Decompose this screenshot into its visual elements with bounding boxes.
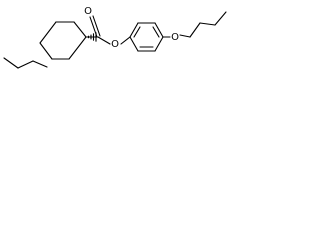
bonds: [3, 11, 227, 69]
bond-ester-oxygen-to-ring: [120, 36, 131, 45]
bond-carbonyl-double-b: [92, 15, 101, 37]
molecule-structure: O O O: [3, 6, 227, 69]
bond-propyl-1: [3, 57, 19, 69]
bond-ether-oxygen-to-butyl: [179, 34, 191, 38]
bond-ring-3: [73, 21, 87, 38]
bond-benzene-3: [154, 22, 164, 38]
bond-benzene-4: [154, 36, 164, 52]
bond-propyl-3: [32, 60, 48, 68]
bond-carbonyl-to-ester-oxygen: [97, 36, 111, 45]
bond-benzene-1: [129, 22, 139, 38]
structure-canvas: O O O: [0, 0, 239, 75]
bond-butyl-2: [199, 22, 216, 26]
ester-oxygen-label: O: [111, 39, 119, 50]
bond-benzene-6: [129, 36, 139, 52]
bond-butyl-1: [189, 22, 201, 38]
bond-ring-6: [39, 42, 53, 60]
bond-ring-2: [68, 36, 87, 60]
carbonyl-oxygen-label: O: [84, 6, 92, 17]
bond-benzene-inner-2: [152, 26, 160, 38]
bond-carbonyl-double-a: [89, 16, 98, 38]
bond-benzene-inner-1: [133, 26, 141, 38]
bond-butyl-3: [214, 11, 227, 26]
bond-ring-5: [39, 21, 57, 44]
bond-propyl-2: [17, 60, 34, 69]
ether-oxygen-label: O: [171, 32, 179, 43]
